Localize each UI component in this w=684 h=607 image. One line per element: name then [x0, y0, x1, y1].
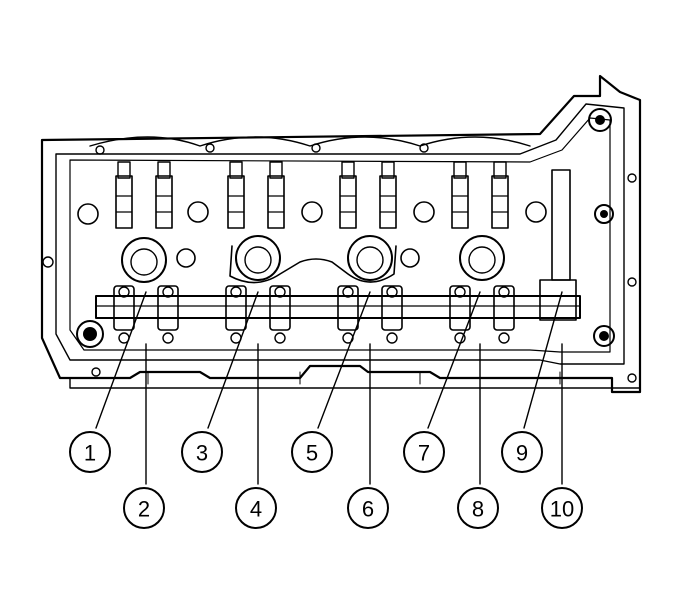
camshaft	[95, 169, 581, 344]
callout-label-3: 3	[196, 441, 208, 466]
callout-8: 8	[457, 487, 499, 529]
callout-label-2: 2	[138, 497, 150, 522]
callout-label-7: 7	[418, 441, 430, 466]
callout-3: 3	[181, 431, 223, 473]
coil-tower	[267, 161, 285, 229]
callout-label-6: 6	[362, 497, 374, 522]
perimeter-bolts	[42, 108, 637, 383]
bearing-cap	[269, 285, 291, 344]
bearing-cap	[449, 285, 471, 344]
bearing-cap	[493, 285, 515, 344]
coil-tower	[491, 161, 509, 229]
callout-5: 5	[291, 431, 333, 473]
callout-label-8: 8	[472, 497, 484, 522]
callout-6: 6	[347, 487, 389, 529]
spark-plug-bosses	[77, 201, 547, 284]
callout-label-5: 5	[306, 441, 318, 466]
callout-9: 9	[501, 431, 543, 473]
callout-label-1: 1	[84, 441, 96, 466]
bearing-cap	[337, 285, 359, 344]
callout-label-9: 9	[516, 441, 528, 466]
head-outline	[40, 74, 642, 394]
callout-1: 1	[69, 431, 111, 473]
coil-tower	[115, 161, 133, 229]
coil-tower	[227, 161, 245, 229]
callout-10: 10	[541, 487, 583, 529]
bearing-cap	[157, 285, 179, 344]
callout-2: 2	[123, 487, 165, 529]
callouts: 1 2 3 4 5 6 7 8	[69, 431, 583, 529]
coil-tower	[379, 161, 397, 229]
coil-tower	[339, 161, 357, 229]
coil-tower	[155, 161, 173, 229]
bearing-cap	[381, 285, 403, 344]
callout-label-10: 10	[550, 497, 574, 522]
coil-tower	[451, 161, 469, 229]
callout-4: 4	[235, 487, 277, 529]
ignition-towers	[115, 161, 509, 229]
callout-7: 7	[403, 431, 445, 473]
leader-lines	[95, 291, 563, 485]
callout-label-4: 4	[250, 497, 262, 522]
